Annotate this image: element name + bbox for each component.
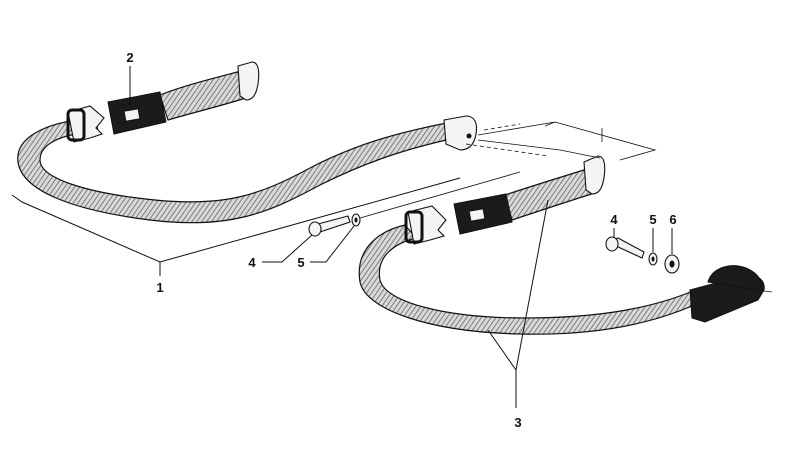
hardware-center: [308, 213, 361, 237]
anchor-hole-upper: [466, 133, 472, 139]
callout-labels: 1 2 3 4 5 4 5 6: [126, 50, 676, 430]
buckle-anchor-upper: [237, 61, 260, 101]
leader-3: [487, 199, 549, 408]
guide-upper-box: [477, 121, 657, 161]
callout-2: 2: [126, 50, 133, 65]
nut-6-hole: [669, 260, 675, 268]
retractor-axis: [755, 289, 773, 293]
belt-assembly-3: [358, 155, 773, 335]
buckle-strap-upper: [159, 69, 253, 121]
callout-5-center: 5: [297, 255, 304, 270]
callout-6: 6: [669, 212, 676, 227]
buckle-strap-lower: [504, 167, 599, 221]
anchor-plate-upper: [443, 115, 478, 151]
callout-4-right: 4: [610, 212, 618, 227]
leader-5a: [310, 225, 355, 263]
guide-dashed: [465, 123, 549, 157]
hardware-right: [605, 236, 680, 274]
bolt-4-center-head: [308, 221, 322, 237]
leader-4a: [262, 234, 313, 263]
leader-1: [11, 177, 461, 276]
d-ring-upper: [66, 108, 86, 142]
guide-to-bolt: [359, 171, 521, 219]
retractor-cap: [707, 265, 762, 291]
assembly-guide-lines: [359, 121, 657, 219]
callout-1: 1: [156, 280, 163, 295]
buckle-lower-slot: [468, 208, 486, 222]
d-ring-lower: [404, 210, 424, 244]
callout-4-center: 4: [248, 255, 256, 270]
belt-assembly-1: [17, 61, 478, 224]
buckle-2-slot: [123, 108, 141, 122]
buckle-anchor-lower: [583, 155, 606, 195]
callout-3: 3: [514, 415, 521, 430]
bolt-4-right-head: [605, 236, 619, 252]
callout-5-right: 5: [649, 212, 656, 227]
callout-leaders: [11, 66, 673, 408]
washer-5-right-hole: [651, 256, 655, 262]
washer-5-center-hole: [354, 217, 358, 223]
